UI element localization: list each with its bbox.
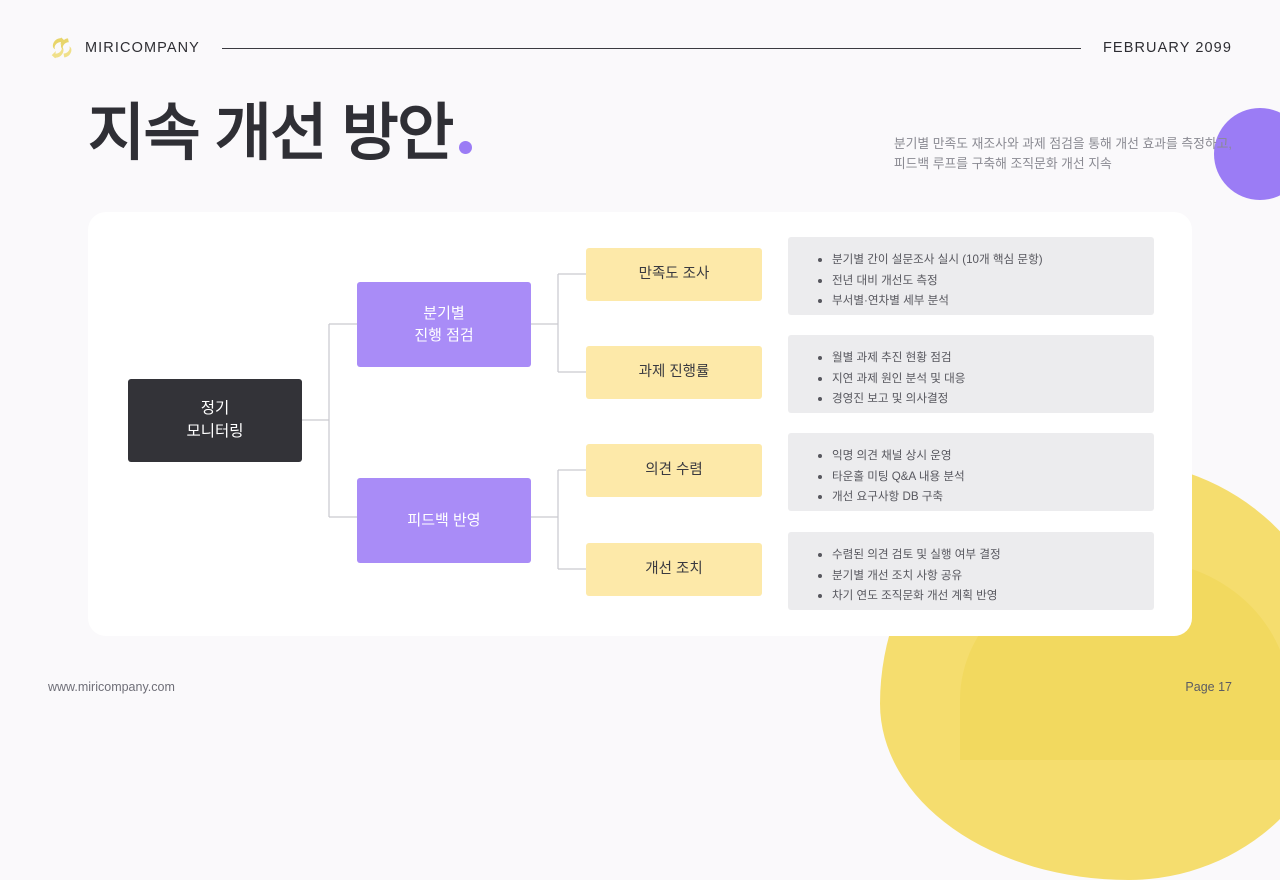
node-leaf-task-progress[interactable]: 과제 진행률: [586, 346, 762, 399]
node-root-line-2: 모니터링: [186, 422, 244, 440]
swirl-logo-icon: [48, 35, 74, 61]
node-leaf-opinion-gathering[interactable]: 의견 수렴: [586, 444, 762, 497]
footer-website-url[interactable]: www.miricompany.com: [48, 680, 175, 694]
subtitle: 분기별 만족도 재조사와 과제 점검을 통해 개선 효과를 측정하고, 피드백 …: [894, 134, 1232, 174]
detail-bullet: 타운홀 미팅 Q&A 내용 분석: [818, 467, 1134, 488]
node-branch-1-line-2: 진행 점검: [414, 326, 474, 344]
brand-name: MIRICOMPANY: [85, 40, 200, 56]
slide-header: MIRICOMPANY FEBRUARY 2099: [0, 0, 1280, 96]
header-divider-rule: [221, 47, 1081, 49]
detail-bullet: 월별 과제 추진 현황 점검: [818, 348, 1134, 369]
node-branch-quarterly-review[interactable]: 분기별 진행 점검: [357, 282, 531, 367]
detail-panel-3: 익명 의견 채널 상시 운영 타운홀 미팅 Q&A 내용 분석 개선 요구사항 …: [788, 433, 1154, 511]
diagram-card: 정기 모니터링 분기별 진행 점검 피드백 반영 만족도 조사 과제 진행률 의…: [88, 212, 1192, 636]
node-root-line-1: 정기: [200, 400, 230, 418]
tree-diagram: 정기 모니터링 분기별 진행 점검 피드백 반영 만족도 조사 과제 진행률 의…: [88, 212, 1192, 636]
brand: MIRICOMPANY: [48, 35, 200, 61]
page-title: 지속 개선 방안: [88, 99, 472, 168]
decorative-purple-circle: [1214, 108, 1280, 200]
node-branch-feedback[interactable]: 피드백 반영: [357, 478, 531, 563]
node-leaf-improvement-action[interactable]: 개선 조치: [586, 543, 762, 596]
detail-bullet: 지연 과제 원인 분석 및 대응: [818, 369, 1134, 390]
node-root[interactable]: 정기 모니터링: [128, 379, 302, 462]
detail-bullet: 익명 의견 채널 상시 운영: [818, 446, 1134, 467]
detail-bullet: 수렴된 의견 검토 및 실행 여부 결정: [818, 545, 1134, 566]
detail-bullet: 전년 대비 개선도 측정: [818, 271, 1134, 292]
node-branch-1-line-1: 분기별: [423, 304, 465, 322]
detail-panel-2: 월별 과제 추진 현황 점검 지연 과제 원인 분석 및 대응 경영진 보고 및…: [788, 335, 1154, 413]
detail-bullet: 경영진 보고 및 의사결정: [818, 389, 1134, 410]
detail-panel-1: 분기별 간이 설문조사 실시 (10개 핵심 문항) 전년 대비 개선도 측정 …: [788, 237, 1154, 315]
footer-page-number: Page 17: [1185, 680, 1232, 694]
detail-bullet: 부서별·연차별 세부 분석: [818, 291, 1134, 312]
subtitle-line-1: 분기별 만족도 재조사와 과제 점검을 통해 개선 효과를 측정하고,: [893, 136, 1232, 151]
detail-panel-4: 수렴된 의견 검토 및 실행 여부 결정 분기별 개선 조치 사항 공유 차기 …: [788, 532, 1154, 610]
detail-bullet: 분기별 간이 설문조사 실시 (10개 핵심 문항): [818, 250, 1134, 271]
node-branch-2-line-1: 피드백 반영: [407, 511, 481, 529]
node-leaf-satisfaction-survey[interactable]: 만족도 조사: [586, 248, 762, 301]
page-title-text: 지속 개선 방안: [88, 99, 454, 168]
title-accent-dot: [458, 141, 472, 154]
slide-footer: www.miricompany.com Page 17: [0, 654, 1280, 720]
detail-bullet: 분기별 개선 조치 사항 공유: [818, 566, 1134, 587]
detail-bullet: 개선 요구사항 DB 구축: [818, 487, 1134, 508]
subtitle-line-2: 피드백 루프를 구축해 조직문화 개선 지속: [893, 155, 1112, 171]
detail-bullet: 차기 연도 조직문화 개선 계획 반영: [818, 586, 1134, 607]
header-date: FEBRUARY 2099: [1102, 40, 1232, 56]
title-row: 지속 개선 방안 분기별 만족도 재조사와 과제 점검을 통해 개선 효과를 측…: [0, 99, 1280, 174]
